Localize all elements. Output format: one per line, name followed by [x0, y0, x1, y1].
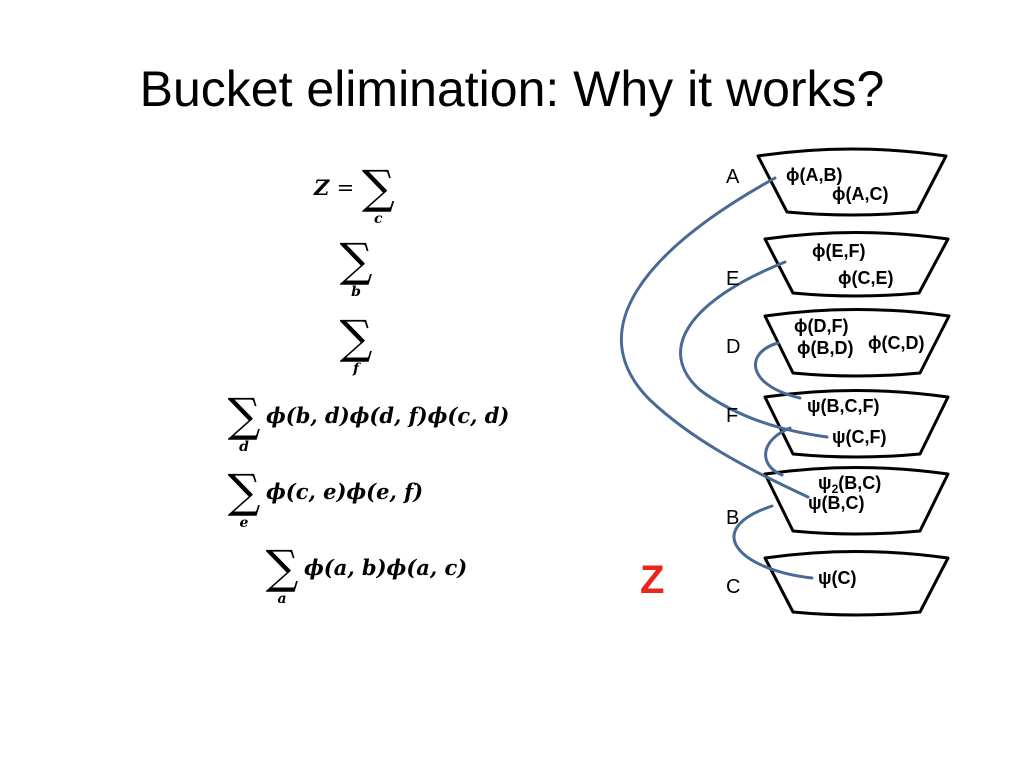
bucket-d-term: ϕ(b, d)ϕ(d, f)ϕ(c, d) — [266, 403, 510, 428]
factor-phi-ce: ϕ(C,E) — [838, 268, 894, 288]
bucket-d-var: D — [726, 336, 741, 358]
sigma-symbol: ∑e — [227, 464, 261, 531]
sum-index: a — [277, 591, 287, 607]
factor-psi-bcf: ψ(B,C,F) — [807, 396, 880, 416]
edge-f-to-b — [764, 426, 792, 477]
sum-index: b — [351, 284, 361, 300]
edge-a-to-b — [620, 176, 810, 499]
sigma-symbol: ∑a — [265, 540, 299, 607]
bucket-e-var: E — [726, 268, 740, 290]
equals-sign: = — [336, 176, 355, 200]
factor-phi-cd: ϕ(C,D) — [868, 333, 925, 353]
bucket-d-shape — [763, 308, 951, 378]
edge-d-to-f — [754, 341, 802, 400]
slide-title: Bucket elimination: Why it works? — [139, 61, 885, 117]
z-variable: Z — [314, 175, 330, 200]
factor-psi-bc: ψ(B,C) — [808, 493, 865, 513]
bucket-f-shape — [763, 389, 950, 459]
sum-f: ∑f — [338, 310, 374, 377]
sum-index: c — [374, 211, 383, 227]
factor-phi-ef: ϕ(E,F) — [812, 241, 866, 261]
factor-phi-ac: ϕ(A,C) — [832, 184, 889, 204]
sum-c: Z = ∑c — [314, 160, 396, 227]
factor-psi-cf: ψ(C,F) — [832, 427, 887, 447]
edge-b-to-c — [732, 504, 814, 580]
bucket-a-term: ϕ(a, b)ϕ(a, c) — [304, 555, 468, 580]
sigma-symbol: ∑b — [339, 233, 373, 300]
sum-index: d — [239, 439, 249, 455]
result-z-label: Z — [640, 558, 665, 602]
sigma-symbol: ∑c — [361, 160, 395, 227]
factor-phi-df: ϕ(D,F) — [794, 316, 849, 336]
factor-psi-c: ψ(C) — [818, 568, 857, 588]
sigma-symbol: ∑f — [339, 310, 373, 377]
factor-psi2-bc: ψ2(B,C) — [818, 473, 882, 496]
subscript-2: 2 — [831, 482, 839, 496]
bucket-c-var: C — [726, 576, 741, 598]
sum-e: ∑e ϕ(c, e)ϕ(e, f) — [226, 464, 424, 531]
sum-index: f — [352, 361, 360, 377]
sigma-symbol: ∑d — [227, 388, 261, 455]
sum-index: e — [239, 515, 249, 531]
bucket-b-shape — [763, 466, 950, 536]
bucket-f-var: F — [726, 405, 739, 427]
bucket-c-shape — [763, 550, 950, 617]
bucket-e-term: ϕ(c, e)ϕ(e, f) — [266, 479, 424, 504]
sum-a: ∑a ϕ(a, b)ϕ(a, c) — [264, 540, 468, 607]
bucket-a-var: A — [726, 166, 740, 188]
bucket-e-shape — [763, 231, 950, 298]
bucket-b-var: B — [726, 507, 740, 529]
sum-b: ∑b — [338, 233, 374, 300]
factor-phi-bd: ϕ(B,D) — [797, 338, 854, 358]
factor-phi-ab: ϕ(A,B) — [786, 165, 843, 185]
sum-d: ∑d ϕ(b, d)ϕ(d, f)ϕ(c, d) — [226, 388, 510, 455]
bucket-a-shape — [756, 147, 948, 217]
